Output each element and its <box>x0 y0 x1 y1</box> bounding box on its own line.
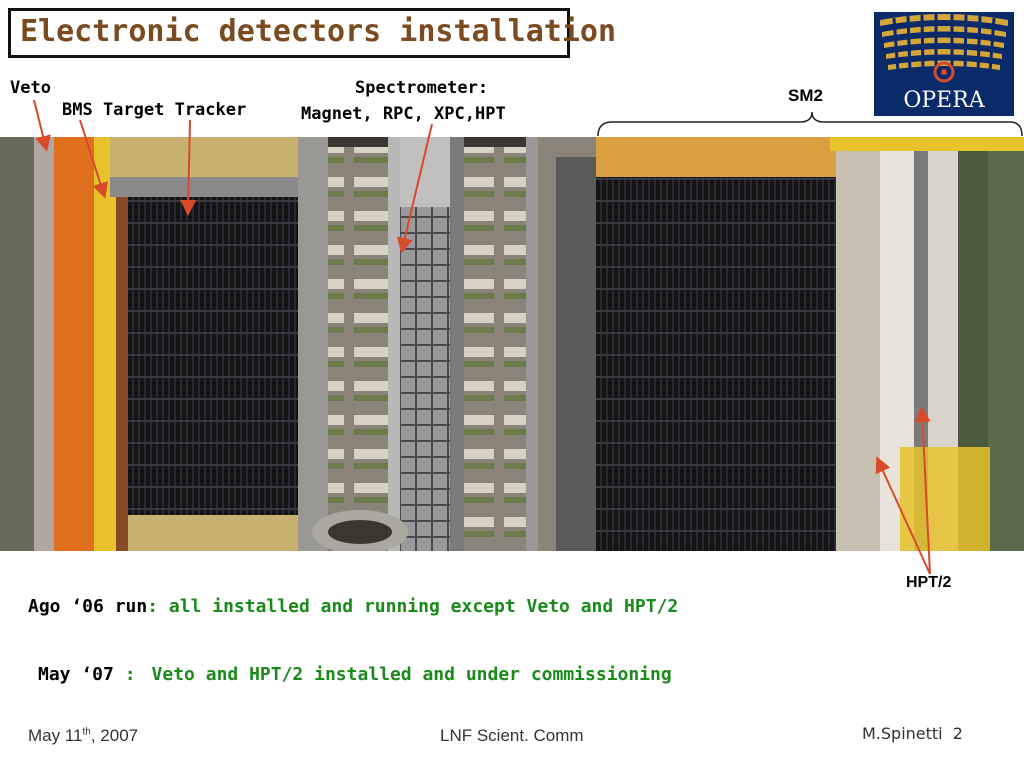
label-spectrometer-parts: Magnet, RPC, XPC,HPT <box>301 104 506 124</box>
footer-author-name: M.Spinetti <box>862 724 943 743</box>
run-key: Ago ‘06 run <box>28 596 148 617</box>
page-number: 2 <box>952 724 963 743</box>
label-veto: Veto <box>10 78 51 98</box>
run-text: Veto and HPT/2 installed and under commi… <box>151 664 672 685</box>
footer-date-sup: th <box>82 726 91 738</box>
run-status-may07: May ‘07 : Veto and HPT/2 installed and un… <box>38 664 672 685</box>
slide-title: Electronic detectors installation <box>20 14 617 49</box>
logo-text: OPERA <box>903 88 985 113</box>
label-hpt2: HPT/2 <box>906 574 952 591</box>
opera-logo: OPERA <box>874 12 1014 116</box>
detector-photo <box>0 137 1024 551</box>
footer-center: LNF Scient. Comm <box>440 726 584 745</box>
run-key: May ‘07 <box>38 664 114 685</box>
run-separator: : <box>147 596 159 617</box>
label-bms-target-tracker: BMS Target Tracker <box>62 100 247 120</box>
label-spectrometer: Spectrometer: <box>355 78 489 98</box>
label-sm2: SM2 <box>788 86 823 105</box>
footer-date-prefix: May 11 <box>28 726 83 745</box>
footer-date-suffix: , 2007 <box>90 726 139 745</box>
run-status-ago06: Ago ‘06 run: all installed and running e… <box>28 596 678 617</box>
run-text: all installed and running except Veto an… <box>158 596 679 617</box>
footer-date: May 11th, 2007 <box>28 726 138 746</box>
run-separator: : <box>113 664 136 685</box>
footer-author: M.Spinetti 2 <box>862 724 963 743</box>
title-frame <box>8 8 570 58</box>
